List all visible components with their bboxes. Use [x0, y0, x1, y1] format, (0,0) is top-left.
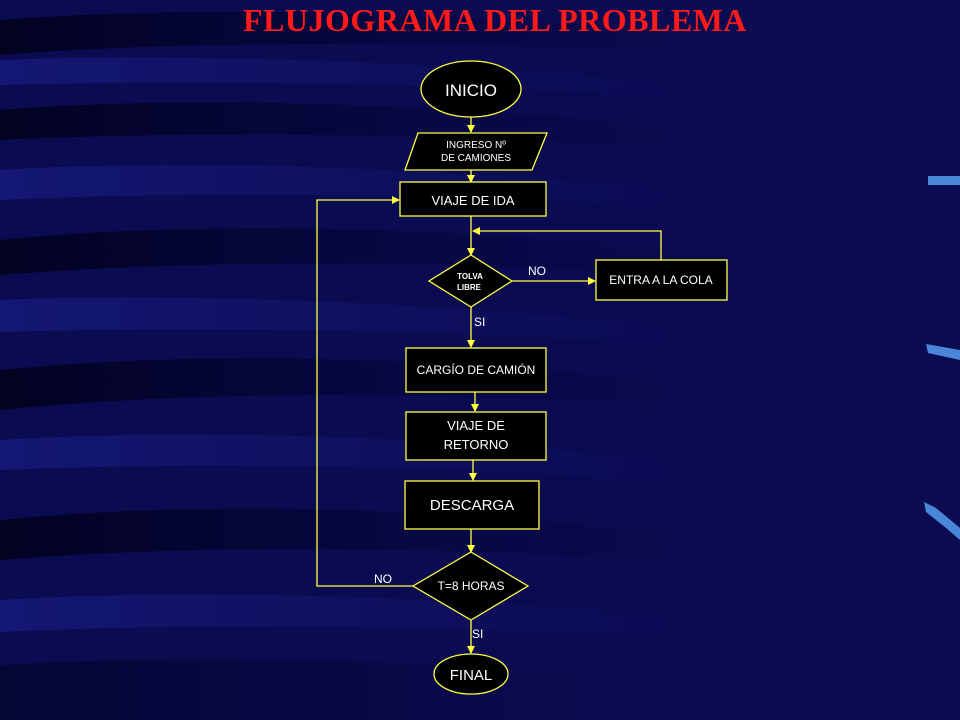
decision2-label: T=8 HORAS	[437, 579, 504, 593]
side-accent-3	[924, 502, 960, 540]
decision1-label-line1: TOLVA	[457, 272, 483, 281]
slide-title: FLUJOGRAMA DEL PROBLEMA	[243, 2, 747, 38]
queue-label: ENTRA A LA COLA	[609, 273, 712, 287]
decision2-diamond	[411, 551, 530, 621]
start-terminator	[420, 60, 522, 118]
decision1-no-label: NO	[528, 264, 546, 278]
input-label-line1: INGRESO Nº	[446, 140, 506, 151]
decision1-yes-label: SI	[474, 315, 485, 329]
return-box	[405, 411, 547, 461]
decision1-diamond	[427, 254, 514, 308]
decision2-yes-label: SI	[472, 627, 483, 641]
trip-out-box	[399, 181, 547, 217]
end-label: FINAL	[450, 667, 493, 684]
loading-box	[405, 347, 547, 393]
return-label-line1: VIAJE DE	[447, 418, 505, 433]
return-label-line2: RETORNO	[444, 437, 509, 452]
unload-box	[404, 480, 540, 530]
side-accent-2	[926, 344, 960, 360]
loading-label: CARGÍO DE CAMIÓN	[417, 362, 536, 377]
queue-box	[595, 259, 728, 301]
unload-label: DESCARGA	[430, 497, 514, 514]
trip-out-label: VIAJE DE IDA	[431, 193, 514, 208]
decision2-no-label: NO	[374, 572, 392, 586]
decision1-label-line2: LIBRE	[457, 283, 482, 292]
input-label-line2: DE CAMIONES	[441, 153, 511, 164]
arrow-decision2-no-loop-to-trip	[316, 196, 413, 587]
input-parallelogram	[404, 132, 548, 171]
end-terminator	[433, 653, 509, 695]
side-accent-1	[928, 176, 960, 185]
arrow-queue-back-to-decision1	[472, 227, 662, 260]
start-label: INICIO	[445, 81, 497, 100]
